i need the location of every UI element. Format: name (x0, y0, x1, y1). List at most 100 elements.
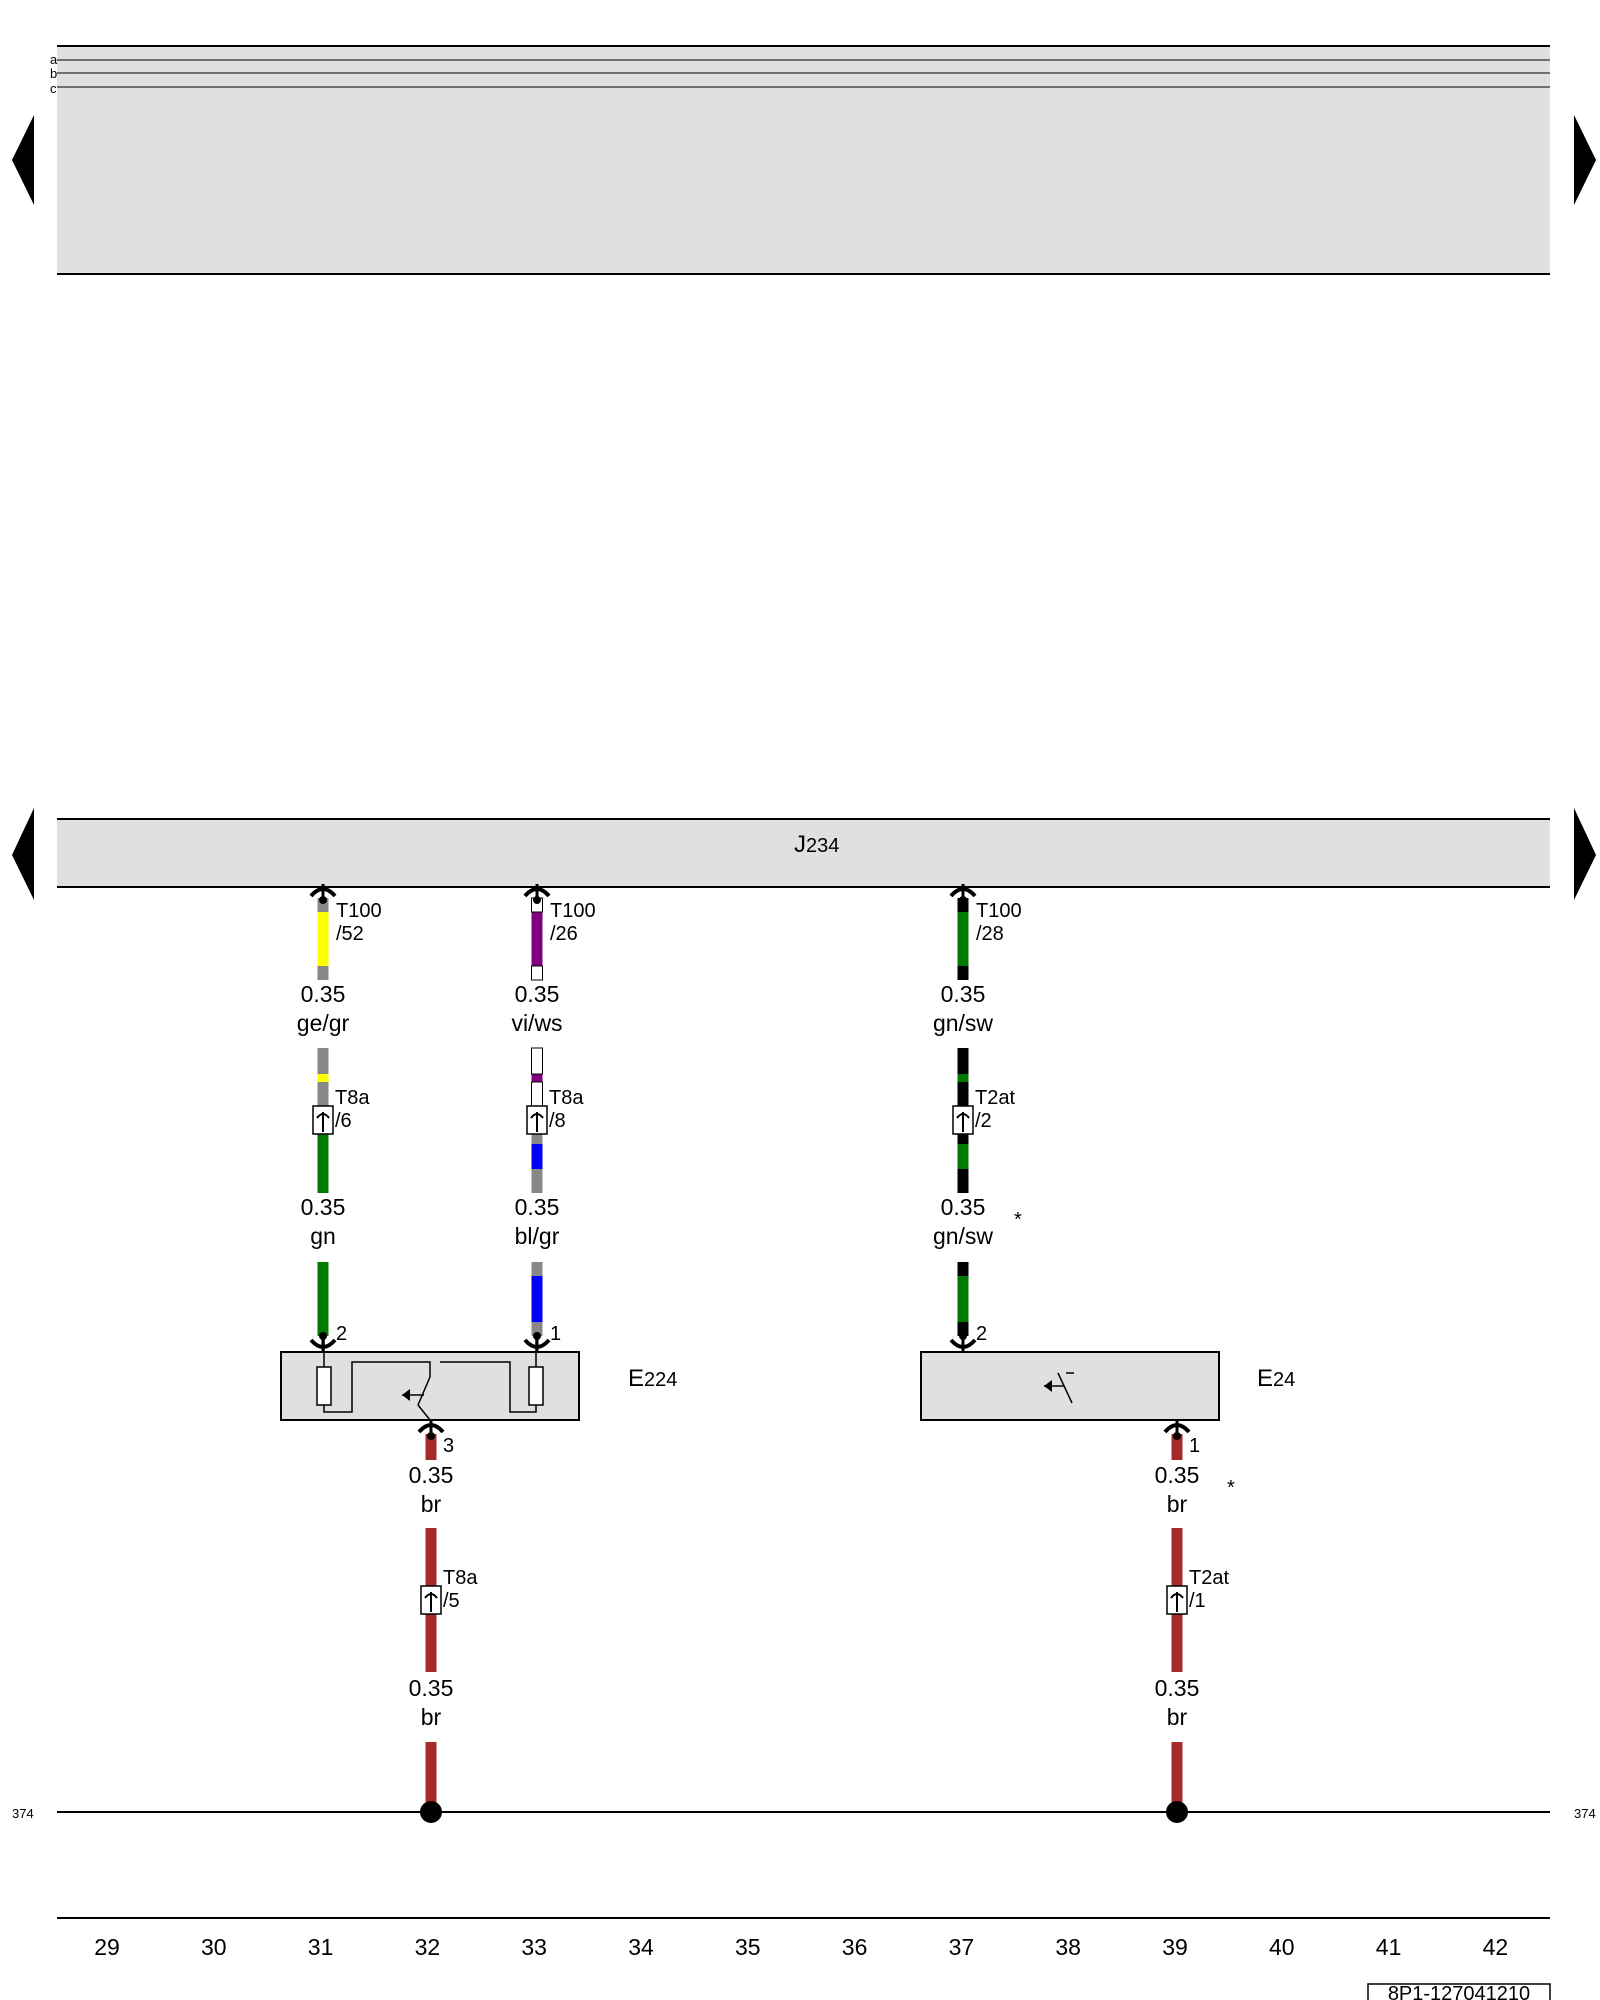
component-out-pin-number: 1 (1189, 1435, 1200, 1457)
pin-top-label: T100 (976, 900, 1022, 922)
connector-w31 (312, 1105, 334, 1135)
top-strip: a b c (50, 45, 1550, 275)
column-number: 35 (735, 1934, 761, 1960)
footnote-asterisk: * (1014, 1209, 1022, 1231)
connector-pin-number: /8 (549, 1110, 566, 1132)
column-number: 34 (628, 1934, 654, 1960)
ground-connector-1 (420, 1585, 442, 1615)
connector-w33 (526, 1105, 548, 1135)
connector-pin-number: /5 (443, 1590, 460, 1612)
wire-mid-a-w31 (317, 1048, 329, 1108)
wire-mid-a-w33 (531, 1047, 543, 1109)
column-number: 42 (1483, 1934, 1509, 1960)
control-unit-label: J234 (794, 831, 839, 858)
ground-ref-left: 374 (12, 1806, 34, 1821)
wire-upper-w37 (957, 898, 969, 980)
column-number: 40 (1269, 1934, 1295, 1960)
wire-lower-w37 (957, 1262, 969, 1336)
pin-top-number: /28 (976, 923, 1004, 945)
pin-head-comp-w31 (309, 1332, 337, 1352)
next-page-arrow-top[interactable] (1574, 115, 1596, 205)
wire-colour-code: br (1167, 1704, 1188, 1730)
ground-bus: 374 374 (12, 1801, 1596, 1823)
pin-head-top-w37 (949, 884, 977, 904)
document-id-box: 8P1-127041210 (1367, 1983, 1551, 2000)
component-out-pin-2 (1163, 1420, 1191, 1440)
pin-top-number: /52 (336, 923, 364, 945)
footnote-asterisk: * (1227, 1477, 1235, 1499)
component-out-pin-number: 3 (443, 1435, 454, 1457)
wire-gauge: 0.35 (515, 1194, 560, 1220)
ground-wire-top-2 (1171, 1434, 1183, 1460)
wire-gauge: 0.35 (941, 981, 986, 1007)
wire-gauge: 0.35 (409, 1675, 454, 1701)
connector-label: T2at (975, 1087, 1015, 1109)
connector-label: T2at (1189, 1567, 1229, 1589)
wire-gauge: 0.35 (515, 981, 560, 1007)
wire-colour-code: br (421, 1704, 442, 1730)
wire-lower-w33 (531, 1262, 543, 1336)
component-e24-label: E24 (1257, 1365, 1295, 1392)
component-out-pin-1 (417, 1420, 445, 1440)
ground-junction-1 (420, 1801, 442, 1823)
connector-label: T8a (335, 1087, 370, 1109)
row-label-a: a (50, 52, 58, 67)
wire-upper-w31 (317, 898, 329, 980)
next-page-arrow-bus[interactable] (1574, 808, 1596, 900)
component-pin-number: 2 (336, 1323, 347, 1345)
column-number: 30 (201, 1934, 227, 1960)
pin-top-label: T100 (550, 900, 596, 922)
prev-page-arrow-bus[interactable] (12, 808, 34, 900)
wire-mid-b-w31 (317, 1120, 329, 1193)
ground-junction-2 (1166, 1801, 1188, 1823)
wire-colour-code: br (421, 1491, 442, 1517)
wire-colour-code: vi/ws (511, 1010, 562, 1036)
column-number: 38 (1055, 1934, 1081, 1960)
prev-page-arrow-top[interactable] (12, 115, 34, 205)
pin-head-top-w33 (523, 884, 551, 904)
control-unit-bar: J234 (57, 818, 1550, 888)
column-number: 32 (415, 1934, 441, 1960)
wire-gauge: 0.35 (941, 1194, 986, 1220)
wire-colour-code: ge/gr (297, 1010, 350, 1036)
pin-head-top-w31 (309, 884, 337, 904)
wire-colour-code: br (1167, 1491, 1188, 1517)
wire-gauge: 0.35 (409, 1462, 454, 1488)
column-number: 33 (521, 1934, 547, 1960)
column-number: 36 (842, 1934, 868, 1960)
component-e224-label: E224 (628, 1365, 677, 1392)
connector-w37 (952, 1105, 974, 1135)
ground-wire-bottom-2 (1171, 1742, 1183, 1812)
document-id: 8P1-127041210 (1388, 1983, 1530, 2000)
connector-label: T8a (443, 1567, 478, 1589)
row-label-b: b (50, 66, 57, 81)
pin-top-label: T100 (336, 900, 382, 922)
connector-pin-number: /6 (335, 1110, 352, 1132)
column-number: 37 (949, 1934, 975, 1960)
wire-gauge: 0.35 (1155, 1675, 1200, 1701)
connector-pin-number: /1 (1189, 1590, 1206, 1612)
component-pin-number: 2 (976, 1323, 987, 1345)
ground-wire-bottom-1 (425, 1742, 437, 1812)
wire-upper-w33 (531, 897, 543, 981)
component-e224: E224 (280, 1332, 677, 1421)
component-e24: E24 (920, 1351, 1295, 1421)
wire-mid-a-w37 (957, 1048, 969, 1108)
pin-head-comp-w33 (523, 1332, 551, 1352)
column-number: 39 (1162, 1934, 1188, 1960)
wire-gauge: 0.35 (301, 1194, 346, 1220)
ground-connector-2 (1166, 1585, 1188, 1615)
wire-colour-code: gn (310, 1223, 336, 1249)
ground-ref-right: 374 (1574, 1806, 1596, 1821)
column-number: 41 (1376, 1934, 1402, 1960)
column-number: 29 (94, 1934, 120, 1960)
component-pin-number: 1 (550, 1323, 561, 1345)
row-label-c: c (50, 81, 57, 96)
wire-gauge: 0.35 (301, 981, 346, 1007)
wire-lower-w31 (317, 1262, 329, 1336)
